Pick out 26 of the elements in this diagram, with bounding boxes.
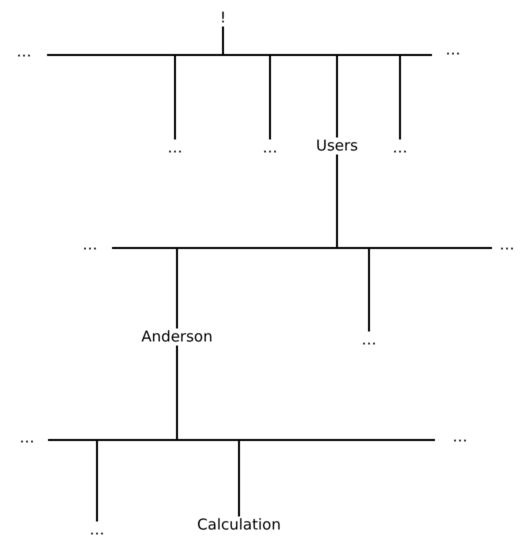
connector-line — [96, 441, 98, 522]
ellipsis-text: … — [500, 236, 514, 254]
node-label: … — [90, 522, 104, 538]
node-label: … — [362, 332, 376, 348]
connector-line — [176, 249, 178, 328]
connector-line — [336, 154, 338, 247]
node-label: … — [392, 140, 408, 156]
ellipsis-text: … — [82, 236, 98, 254]
ellipsis-text: … — [16, 44, 32, 60]
node-label: Users — [316, 138, 358, 154]
connector-line — [176, 346, 178, 439]
ellipsis-text: … — [446, 42, 460, 58]
ellipsis-text: … — [20, 430, 34, 446]
connector-line — [238, 441, 240, 516]
connector-line — [399, 56, 401, 140]
node-label: … — [168, 140, 182, 156]
node-label: ! — [220, 10, 226, 26]
connector-line — [222, 26, 224, 54]
connector-line — [336, 56, 338, 138]
node-label: Calculation — [197, 516, 281, 534]
node-label: Anderson — [141, 328, 213, 346]
ellipsis-text: … — [452, 428, 468, 446]
connector-line — [269, 56, 271, 140]
node-label: … — [262, 140, 278, 156]
connector-line — [174, 56, 176, 140]
connector-line — [368, 249, 370, 332]
